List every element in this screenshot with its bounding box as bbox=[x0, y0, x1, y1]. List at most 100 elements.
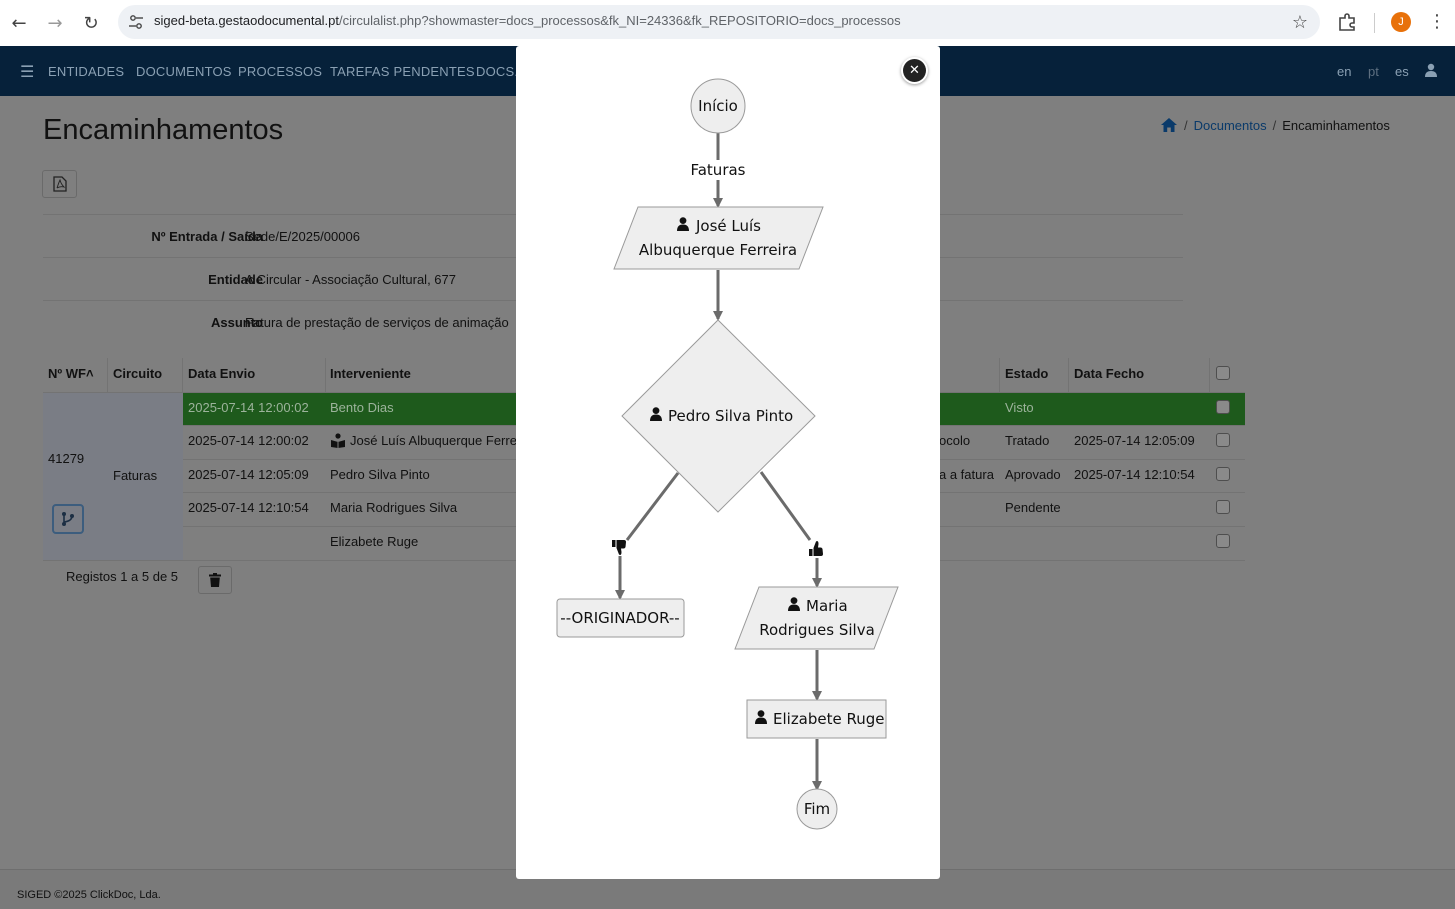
cell-data-envio: 2025-07-14 12:00:02 bbox=[188, 433, 309, 448]
reader-icon bbox=[331, 433, 345, 448]
breadcrumb: / Documentos / Encaminhamentos bbox=[1160, 117, 1390, 133]
cell-estado: Tratado bbox=[1005, 433, 1050, 448]
col-divider bbox=[999, 358, 1000, 393]
back-arrow-icon[interactable]: ← bbox=[11, 12, 27, 34]
site-settings-icon[interactable] bbox=[128, 14, 144, 30]
close-modal-button[interactable]: ✕ bbox=[903, 59, 926, 82]
breadcrumb-current: Encaminhamentos bbox=[1282, 117, 1390, 133]
info-value: A Circular - Associação Cultural, 677 bbox=[245, 272, 456, 287]
nav-item-documentos[interactable]: DOCUMENTOS bbox=[136, 64, 232, 79]
nav-item-processos[interactable]: PROCESSOS bbox=[238, 64, 323, 79]
row-checkbox[interactable] bbox=[1216, 433, 1230, 447]
node-maria-line2: Rodrigues Silva bbox=[759, 621, 875, 639]
cell-observacoes: a a fatura bbox=[939, 467, 994, 482]
start-node-label: Início bbox=[698, 97, 738, 115]
thumbs-up-icon bbox=[809, 541, 823, 556]
col-header-interveniente[interactable]: Interveniente bbox=[330, 366, 411, 381]
node-maria-line1: Maria bbox=[806, 597, 848, 615]
select-all-checkbox[interactable] bbox=[1216, 366, 1230, 380]
extensions-icon[interactable] bbox=[1336, 11, 1358, 33]
cell-data-envio: 2025-07-14 12:10:54 bbox=[188, 500, 309, 515]
edge-label-circuito: Faturas bbox=[690, 161, 745, 179]
records-count: Registos 1 a 5 de 5 bbox=[66, 569, 179, 584]
browser-toolbar: ← → ↻ siged-beta.gestaodocumental.pt/cir… bbox=[0, 0, 1455, 46]
toolbar-separator bbox=[1374, 13, 1375, 33]
cell-interveniente: Pedro Silva Pinto bbox=[330, 467, 430, 482]
decision-node-pedro[interactable] bbox=[621, 319, 816, 513]
col-divider bbox=[1209, 358, 1210, 393]
info-label: Entidade bbox=[208, 272, 263, 287]
export-pdf-button[interactable] bbox=[42, 170, 77, 198]
url-path: /circulalist.php?showmaster=docs_process… bbox=[339, 13, 901, 28]
col-divider bbox=[107, 358, 108, 393]
col-header-estado[interactable]: Estado bbox=[1005, 366, 1049, 381]
cell-estado: Pendente bbox=[1005, 500, 1061, 515]
edge-decision-reject bbox=[625, 472, 680, 541]
lang-pt[interactable]: pt bbox=[1368, 64, 1379, 79]
nav-item-docs[interactable]: DOCS. bbox=[476, 64, 519, 79]
node-jose-luis-line2: Albuquerque Ferreira bbox=[639, 241, 797, 259]
info-value: Fatura de prestação de serviços de anima… bbox=[245, 315, 509, 330]
circuito-value: Faturas bbox=[113, 468, 158, 483]
browser-menu-icon[interactable]: ⋮ bbox=[1428, 11, 1446, 32]
delete-button[interactable] bbox=[198, 566, 232, 594]
row-checkbox[interactable] bbox=[1216, 467, 1230, 481]
col-header-circuito[interactable]: Circuito bbox=[113, 366, 163, 381]
nav-item-entidades[interactable]: ENTIDADES bbox=[48, 64, 125, 79]
node-elizabete-label: Elizabete Ruge bbox=[773, 710, 885, 728]
workflow-diagram-button[interactable] bbox=[52, 504, 84, 534]
node-originador-label: --ORIGINADOR-- bbox=[560, 609, 679, 627]
breadcrumb-separator: / bbox=[1272, 117, 1277, 133]
row-checkbox[interactable] bbox=[1216, 400, 1230, 414]
branch-icon bbox=[62, 512, 74, 526]
start-node[interactable] bbox=[690, 78, 746, 134]
footer-copyright: SIGED ©2025 ClickDoc, Lda. bbox=[17, 889, 161, 901]
user-icon[interactable] bbox=[1424, 63, 1438, 77]
cell-interveniente: Elizabete Ruge bbox=[330, 534, 419, 549]
wf-group-cell: 41279 Faturas bbox=[43, 393, 183, 560]
bookmark-star-icon[interactable]: ☆ bbox=[1291, 12, 1308, 33]
lang-en[interactable]: en bbox=[1337, 64, 1352, 79]
lang-es[interactable]: es bbox=[1395, 64, 1409, 79]
cell-observacoes: ocolo bbox=[939, 433, 971, 448]
cell-data-fecho: 2025-07-14 12:05:09 bbox=[1074, 433, 1195, 448]
col-divider bbox=[1068, 358, 1069, 393]
end-node[interactable] bbox=[796, 788, 838, 830]
col-divider bbox=[182, 358, 183, 393]
reload-icon[interactable]: ↻ bbox=[83, 12, 99, 34]
profile-avatar[interactable]: J bbox=[1391, 12, 1411, 32]
breadcrumb-separator: / bbox=[1184, 117, 1188, 133]
thumbs-down-icon bbox=[612, 540, 626, 555]
row-checkbox[interactable] bbox=[1216, 500, 1230, 514]
node-jose-luis-line1: José Luís bbox=[695, 217, 761, 235]
info-label: Assunto bbox=[211, 315, 263, 330]
forward-arrow-icon[interactable]: → bbox=[47, 12, 63, 34]
url-text[interactable]: siged-beta.gestaodocumental.pt/circulali… bbox=[154, 13, 901, 28]
page-title: Encaminhamentos bbox=[43, 114, 284, 146]
cell-interveniente: Maria Rodrigues Silva bbox=[330, 500, 458, 515]
wf-number: 41279 bbox=[48, 451, 85, 466]
breadcrumb-documentos-link[interactable]: Documentos bbox=[1193, 117, 1267, 133]
url-host: siged-beta.gestaodocumental.pt bbox=[154, 13, 340, 28]
close-icon: ✕ bbox=[909, 63, 920, 78]
node-originador[interactable] bbox=[556, 598, 685, 638]
row-checkbox[interactable] bbox=[1216, 534, 1230, 548]
home-icon[interactable] bbox=[1160, 117, 1178, 133]
end-node-label: Fim bbox=[804, 800, 830, 818]
hamburger-menu-icon[interactable]: ☰ bbox=[20, 62, 35, 81]
cell-data-envio: 2025-07-14 12:05:09 bbox=[188, 467, 309, 482]
cell-estado: Visto bbox=[1005, 400, 1034, 415]
node-jose-luis[interactable] bbox=[613, 206, 824, 270]
trash-icon bbox=[209, 573, 221, 587]
col-header-wf[interactable]: Nº WF˄ bbox=[48, 366, 94, 381]
col-header-data-fecho[interactable]: Data Fecho bbox=[1074, 366, 1145, 381]
node-elizabete[interactable] bbox=[746, 699, 887, 739]
info-value: Sede/E/2025/00006 bbox=[245, 229, 360, 244]
cell-interveniente: José Luís Albuquerque Ferre bbox=[350, 433, 517, 448]
info-label: Nº Entrada / Saída bbox=[151, 229, 263, 244]
col-header-data-envio[interactable]: Data Envio bbox=[188, 366, 256, 381]
node-maria[interactable] bbox=[734, 586, 899, 650]
nav-item-tarefas-pendentes[interactable]: TAREFAS PENDENTES bbox=[330, 64, 475, 79]
address-bar[interactable]: siged-beta.gestaodocumental.pt/circulali… bbox=[118, 5, 1320, 39]
